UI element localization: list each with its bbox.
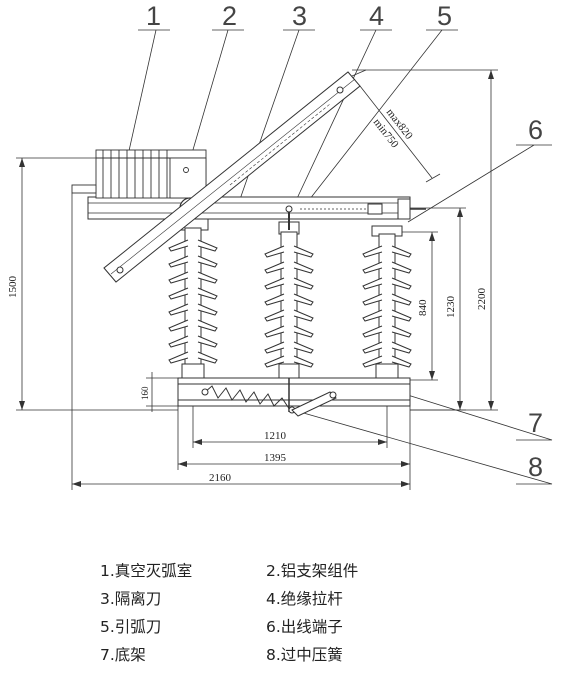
callout-7: 7: [528, 408, 543, 438]
vacuum-interrupter: [71, 149, 207, 199]
legend-item: 5.引弧刀: [100, 618, 162, 636]
legend-item: 7.底架: [100, 646, 146, 664]
vertical-dimension-arrows: [19, 70, 494, 410]
dim-overall-width: 2160: [209, 472, 232, 484]
legend-item: 6.出线端子: [266, 618, 343, 636]
legend-item: 3.隔离刀: [100, 590, 162, 608]
horizontal-dimension-arrows: [72, 439, 410, 487]
dim-left-height: 1500: [7, 276, 19, 299]
callout-6: 6: [528, 115, 543, 145]
dim-pole-spacing: 1210: [264, 430, 287, 442]
callout-8: 8: [528, 452, 543, 482]
legend-item: 2.铝支架组件: [266, 562, 359, 580]
callout-2: 2: [222, 1, 237, 31]
leader-lines: [117, 29, 553, 485]
base-frame: [177, 377, 411, 407]
insulating-rod: [285, 205, 293, 412]
callout-4: 4: [369, 1, 384, 31]
parts-legend: 1.真空灭弧室 2.铝支架组件 3.隔离刀 4.绝缘拉杆 5.引弧刀 6.出线端…: [100, 560, 520, 666]
legend-item: 8.过中压簧: [266, 646, 343, 664]
vertical-dimension-lines: [16, 69, 498, 412]
technical-drawing: 1 2 3 4 5 6 7 8: [7, 1, 553, 490]
dim-base-width: 1395: [264, 452, 287, 464]
callout-1: 1: [146, 1, 161, 31]
horizontal-dimension-lines: [71, 193, 411, 490]
dim-contact-height: 1230: [445, 296, 457, 319]
dim-base-height: 160: [140, 386, 150, 400]
callout-3: 3: [292, 1, 307, 31]
legend-item: 4.绝缘拉杆: [266, 590, 343, 608]
insulator-right: [362, 225, 412, 379]
insulator-middle: [264, 221, 314, 379]
over-center-spring: [201, 385, 337, 417]
insulator-left: [168, 217, 218, 379]
legend-item: 1.真空灭弧室: [100, 562, 193, 580]
upper-conductor-bar: [87, 196, 426, 220]
dim-overall-height: 2200: [476, 288, 488, 311]
dim-insulator-height: 840: [417, 299, 429, 316]
travel-dimension: [351, 69, 441, 183]
callout-5: 5: [437, 1, 452, 31]
